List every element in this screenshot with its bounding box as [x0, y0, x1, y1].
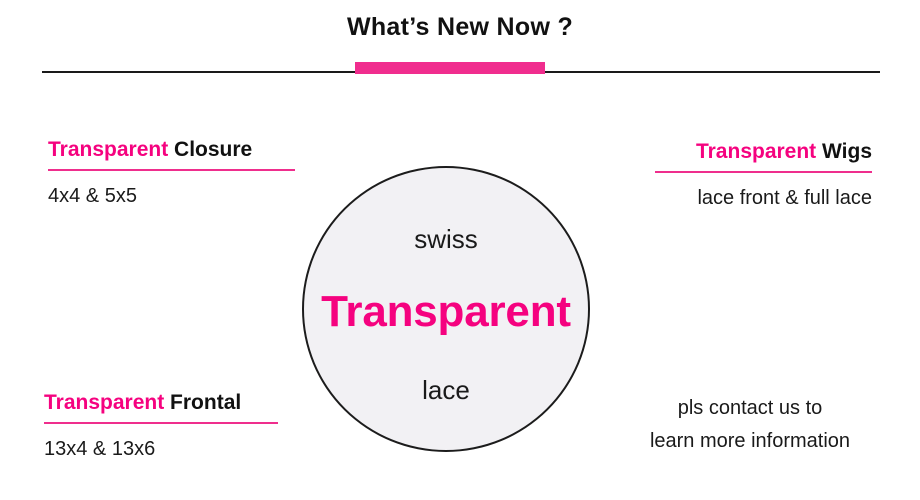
feature-heading-closure: Transparent Closure — [48, 138, 348, 161]
feature-heading-highlight: Transparent — [44, 391, 165, 414]
feature-heading-rest: Wigs — [816, 140, 872, 163]
feature-block-closure: Transparent Closure 4x4 & 5x5 — [48, 138, 348, 208]
circle-label-transparent: Transparent — [321, 287, 571, 336]
circle-label-lace: lace — [422, 375, 470, 405]
feature-heading-wigs: Transparent Wigs — [572, 140, 872, 163]
contact-note: pls contact us to learn more information — [600, 392, 900, 458]
center-circle — [302, 166, 590, 452]
feature-subtitle-wigs: lace front & full lace — [697, 187, 872, 210]
feature-heading-frontal: Transparent Frontal — [44, 391, 344, 414]
feature-heading-rest: Frontal — [164, 391, 242, 414]
contact-note-line-2: learn more information — [649, 430, 851, 452]
feature-underline-frontal — [44, 422, 278, 425]
feature-underline-closure — [48, 169, 295, 172]
header-accent-bar — [355, 62, 545, 74]
feature-underline-wigs — [655, 171, 872, 174]
feature-subtitle-frontal: 13x4 & 13x6 — [44, 438, 156, 461]
feature-heading-highlight: Transparent — [695, 140, 817, 163]
feature-block-frontal: Transparent Frontal 13x4 & 13x6 — [44, 391, 344, 461]
circle-label-swiss: swiss — [414, 224, 478, 254]
feature-block-wigs: Transparent Wigs lace front & full lace — [572, 140, 872, 210]
page-title: What’s New Now ? — [346, 13, 574, 41]
contact-note-line-1: pls contact us to — [677, 397, 823, 419]
feature-heading-rest: Closure — [168, 138, 253, 161]
feature-heading-highlight: Transparent — [48, 138, 169, 161]
feature-subtitle-closure: 4x4 & 5x5 — [48, 185, 137, 208]
